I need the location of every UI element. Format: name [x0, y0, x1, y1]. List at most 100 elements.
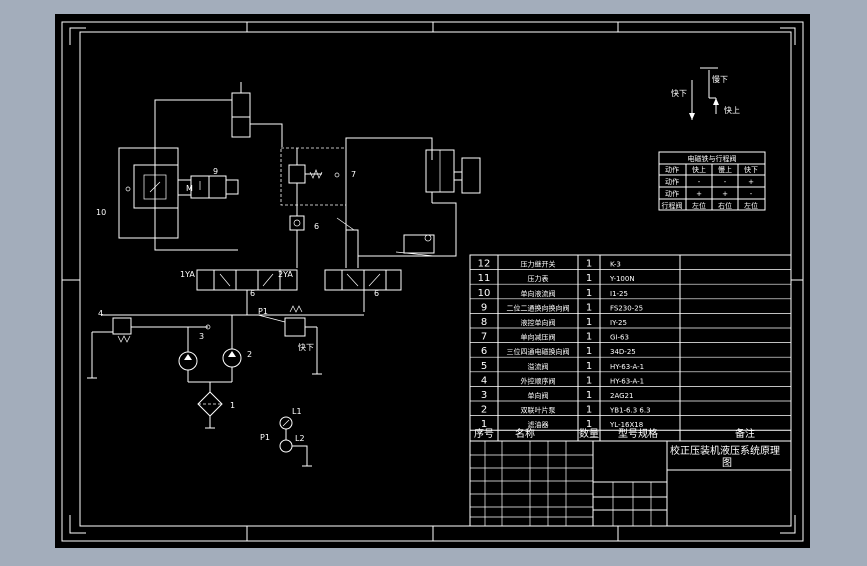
label-3: 3: [199, 332, 204, 341]
directional-valve-6-left: [196, 269, 298, 312]
part-model: YL-16X18: [609, 421, 643, 429]
em-table-cell: 动作: [665, 177, 679, 186]
em-table-cell: 行程阀: [662, 201, 683, 210]
em-table-cell: 右位: [718, 201, 732, 210]
label-l1: L1: [292, 407, 302, 416]
part-no: 2: [481, 405, 487, 416]
part-no: 3: [481, 390, 487, 401]
label-6-right: 6: [374, 289, 379, 298]
em-table-cell: +: [696, 190, 702, 198]
part-no: 10: [478, 288, 491, 299]
table-row: 3 单向阀 1 2AG21: [481, 390, 634, 401]
part-qty: 1: [586, 317, 592, 328]
em-table-cell: 左位: [744, 201, 758, 210]
part-model: 34D-25: [610, 348, 636, 356]
em-table-cell: 快下: [744, 165, 758, 174]
part-name: 单向液流阀: [521, 289, 556, 298]
part-name: 三位四通电磁换向阀: [507, 347, 570, 356]
label-6-left: 6: [250, 289, 255, 298]
label-6-check: 6: [314, 222, 319, 231]
label-p1-gauge: P1: [260, 433, 270, 442]
part-name: 溢流阀: [528, 362, 549, 371]
em-table-cell: 快上: [692, 165, 706, 174]
left-cylinder: [154, 82, 283, 251]
cycle-kuaishang: 快上: [724, 105, 740, 115]
part-model: 2AG21: [610, 392, 633, 400]
part-model: K-3: [610, 261, 621, 269]
label-1: 1: [230, 401, 235, 410]
part-qty: 1: [586, 332, 592, 343]
label-2ya: 2YA: [278, 270, 293, 279]
parts-list-header: 序号 名称 数量 型号规格 备注: [474, 427, 755, 440]
directional-valve-6-right: [324, 269, 402, 312]
part-model: GI-63: [610, 334, 629, 342]
label-1ya: 1YA: [180, 270, 195, 279]
frame-ticks: [62, 22, 803, 541]
part-name: 单向减压阀: [521, 333, 556, 342]
part-qty: 1: [586, 405, 592, 416]
parts-header-note: 备注: [735, 427, 755, 440]
drawing-title-line1: 校正压装机液压系统原理: [670, 444, 780, 457]
label-l2: L2: [295, 434, 305, 443]
part-model: HY-63-A-1: [610, 363, 644, 371]
em-table-grid: [658, 151, 766, 211]
valve-assembly-10: [118, 147, 239, 239]
part-qty: 1: [586, 419, 592, 430]
part-qty: 1: [586, 346, 592, 357]
part-qty: 1: [586, 361, 592, 372]
part-no: 6: [481, 346, 487, 357]
label-7: 7: [351, 170, 356, 179]
part-qty: 1: [586, 259, 592, 270]
pressure-gauge: [279, 416, 312, 467]
em-table-cell: +: [748, 178, 754, 186]
parts-header-name: 名称: [515, 427, 535, 440]
part-name: 外控顺序阀: [521, 376, 556, 385]
label-9: 9: [213, 167, 218, 176]
em-table-cell: -: [724, 178, 727, 186]
cycle-kuaixia: 快下: [671, 88, 687, 98]
part-no: 4: [481, 375, 487, 386]
part-qty: 1: [586, 273, 592, 284]
part-no: 11: [478, 273, 491, 284]
em-table-cell: 左位: [692, 201, 706, 210]
part-name: 二位二通换向换向阀: [507, 303, 570, 312]
label-m: M: [186, 184, 193, 193]
em-table-cell: -: [698, 178, 701, 186]
em-table-cell: 慢上: [718, 165, 732, 174]
part-qty: 1: [586, 390, 592, 401]
table-row: 6 三位四通电磁换向阀 1 34D-25: [481, 346, 636, 357]
part-name: 压力表: [528, 274, 549, 283]
table-row: 1 滤油器 1 YL-16X18: [481, 419, 643, 430]
part-no: 1: [481, 419, 487, 430]
em-table-cell: -: [750, 190, 753, 198]
em-table-title: 电磁铁与行程阀: [688, 154, 737, 163]
part-name: 滤油器: [528, 420, 549, 429]
part-no: 12: [478, 259, 491, 270]
cycle-manxia: 慢下: [712, 74, 728, 84]
right-cylinder-circuit: [336, 137, 481, 268]
drawing-sheet: [55, 14, 810, 548]
label-kuaixia-valve: 快下: [298, 342, 314, 352]
part-name: 单向阀: [528, 391, 549, 400]
label-p1: P1: [258, 307, 268, 316]
part-name: 双联叶片泵: [521, 406, 556, 415]
em-table-cell: 动作: [665, 189, 679, 198]
label-4: 4: [98, 309, 103, 318]
parts-header-qty: 数量: [579, 427, 599, 440]
corner-marks: [69, 27, 796, 534]
valve-7-group: [280, 147, 347, 268]
label-2: 2: [247, 350, 252, 359]
em-table-cell: +: [722, 190, 728, 198]
part-model: I1-25: [610, 290, 628, 298]
